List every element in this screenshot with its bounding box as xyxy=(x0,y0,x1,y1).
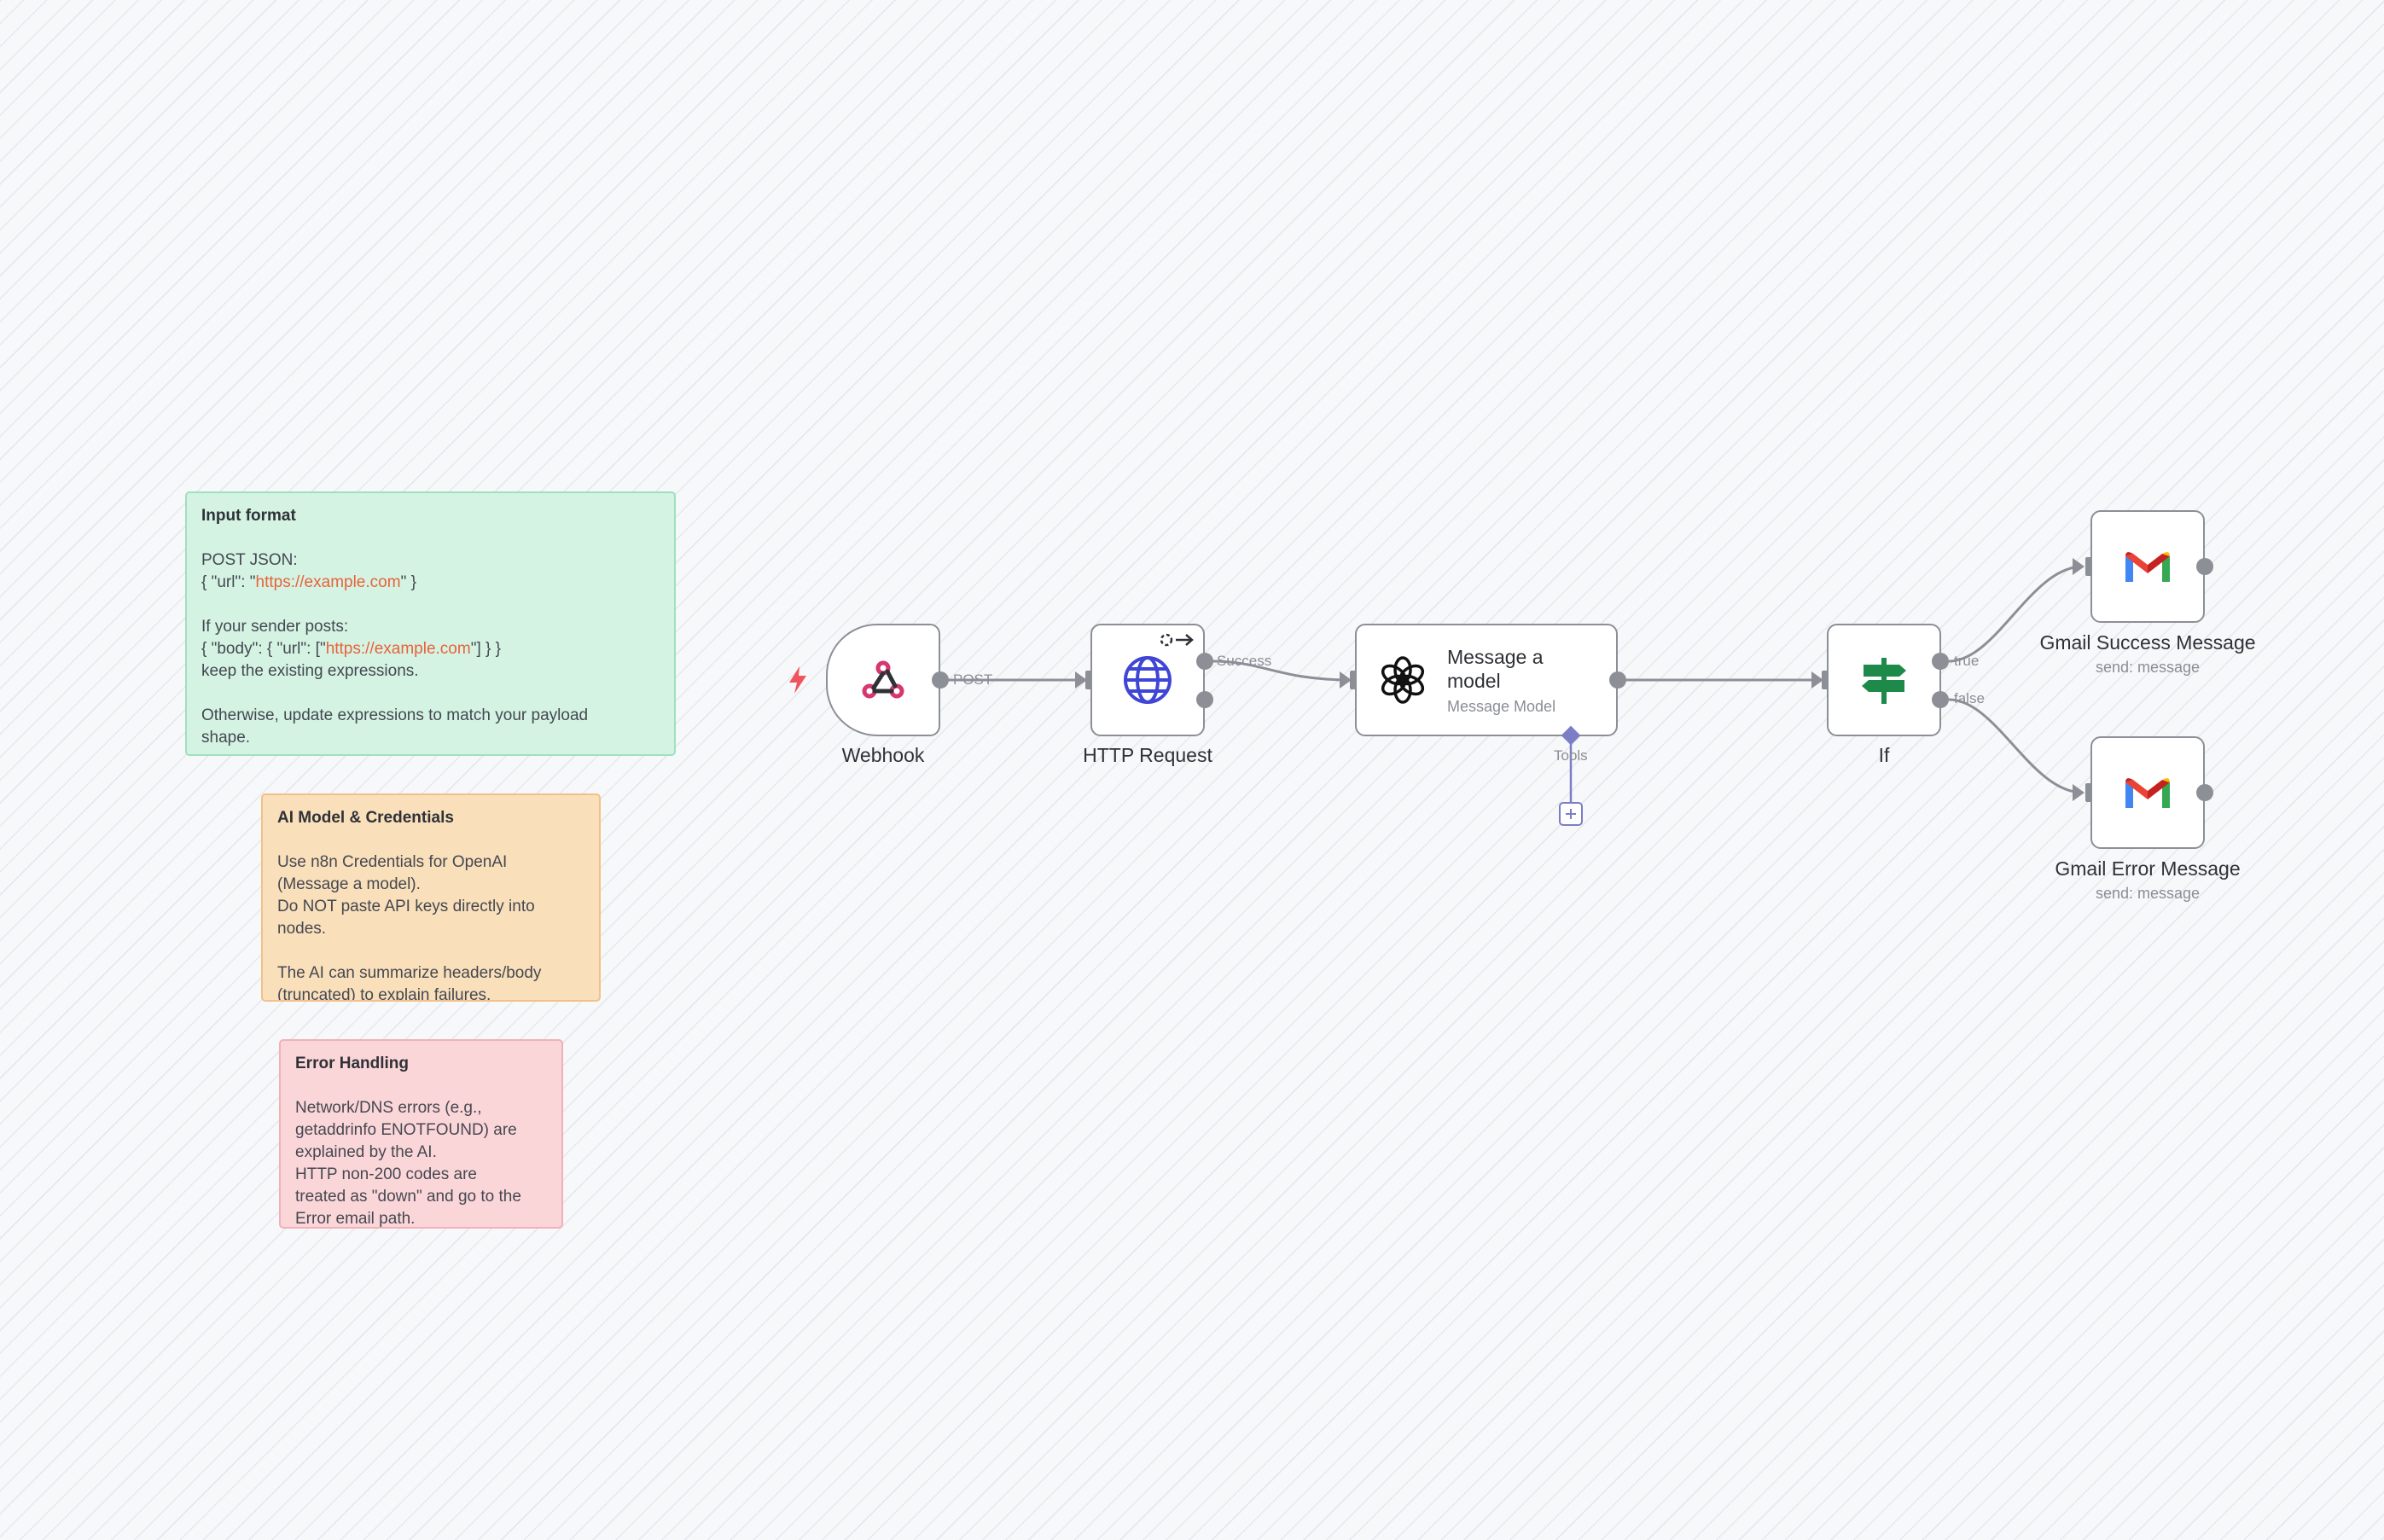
node-label-webhook: Webhook xyxy=(841,744,925,766)
sticky-line: keep the existing expressions. xyxy=(201,662,419,680)
sticky-line: (Message a model). xyxy=(277,875,421,893)
gmail-error-input-port[interactable] xyxy=(2085,783,2092,802)
retry-on-fail-icon xyxy=(1160,633,1194,647)
gmail-icon xyxy=(2122,767,2173,818)
sticky-line: POST JSON: xyxy=(201,551,298,569)
sticky-spacer xyxy=(201,594,660,616)
sticky-line: { "body": { "url": ["https://example.com… xyxy=(201,640,501,658)
sticky-note-input-format[interactable]: Input format POST JSON: { "url": "https:… xyxy=(185,491,676,756)
if-input-port[interactable] xyxy=(1822,671,1829,689)
node-label-if: If xyxy=(1878,744,1890,766)
connection-label-false: false xyxy=(1954,690,1985,706)
arrow-webhook-http xyxy=(1075,671,1087,689)
sticky-note-error-handling[interactable]: Error Handling Network/DNS errors (e.g.,… xyxy=(279,1039,563,1229)
node-title-line1: Message a xyxy=(1447,645,1544,668)
sticky-line: shape. xyxy=(201,729,251,747)
sticky-title: AI Model & Credentials xyxy=(277,809,454,827)
sticky-title: Error Handling xyxy=(295,1055,410,1072)
plus-icon xyxy=(1566,809,1576,819)
sticky-line: Use n8n Credentials for OpenAI xyxy=(277,853,508,871)
arrow-if-error xyxy=(2073,784,2085,801)
model-output-port[interactable] xyxy=(1609,671,1626,689)
sticky-spacer xyxy=(277,940,584,962)
connection-label-post: POST xyxy=(953,671,993,688)
sticky-line: Do NOT paste API keys directly into xyxy=(277,898,535,915)
connection-label-tools: Tools xyxy=(1554,747,1588,764)
sticky-line: { "url": "https://example.com" } xyxy=(201,573,416,591)
node-texts: Message a model Message Model xyxy=(1447,645,1555,716)
webhook-icon xyxy=(858,654,909,706)
http-success-port[interactable] xyxy=(1196,653,1213,670)
trigger-bolt-icon xyxy=(789,666,806,694)
example-url-link[interactable]: https://example.com xyxy=(255,573,401,591)
sticky-line: treated as "down" and go to the xyxy=(295,1188,521,1206)
arrow-http-model xyxy=(1340,671,1352,689)
sticky-line: explained by the AI. xyxy=(295,1143,437,1161)
connection-http-model[interactable] xyxy=(1212,660,1351,682)
model-input-port[interactable] xyxy=(1350,671,1357,689)
example-url-link[interactable]: https://example.com xyxy=(325,640,471,658)
sticky-note-ai-model[interactable]: AI Model & Credentials Use n8n Credentia… xyxy=(261,793,601,1002)
node-title-line2: model xyxy=(1447,669,1501,692)
sticky-line: HTTP non-200 codes are xyxy=(295,1165,477,1183)
node-sublabel-gmail-error: send: message xyxy=(2095,885,2201,902)
node-gmail-error[interactable] xyxy=(2090,736,2205,849)
sticky-line: The AI can summarize headers/body xyxy=(277,964,542,982)
add-tool-button[interactable] xyxy=(1559,802,1583,826)
connection-label-success: Success xyxy=(1217,653,1272,669)
openai-icon xyxy=(1377,654,1428,706)
sticky-line: Otherwise, update expressions to match y… xyxy=(201,706,589,724)
sticky-line: getaddrinfo ENOTFOUND) are xyxy=(295,1121,517,1139)
sticky-line: If your sender posts: xyxy=(201,618,349,636)
gmail-success-output-port[interactable] xyxy=(2196,558,2213,575)
if-true-port[interactable] xyxy=(1932,653,1949,670)
connection-label-true: true xyxy=(1954,653,1980,669)
sticky-line: Network/DNS errors (e.g., xyxy=(295,1099,482,1117)
gmail-icon xyxy=(2122,541,2173,592)
node-webhook[interactable] xyxy=(826,624,940,736)
arrow-if-success xyxy=(2073,558,2085,575)
signpost-icon xyxy=(1858,654,1910,706)
sticky-line: nodes. xyxy=(277,920,327,938)
http-error-port[interactable] xyxy=(1196,691,1213,708)
node-http-request[interactable] xyxy=(1090,624,1205,736)
node-sublabel-gmail-success: send: message xyxy=(2095,659,2201,676)
node-label-gmail-success: Gmail Success Message xyxy=(2039,631,2256,654)
gmail-success-input-port[interactable] xyxy=(2085,557,2092,576)
connection-if-true-success[interactable] xyxy=(1948,565,2084,663)
node-subtitle: Message Model xyxy=(1447,697,1556,715)
webhook-output-port[interactable] xyxy=(932,671,949,689)
globe-icon xyxy=(1122,654,1173,706)
arrow-model-if xyxy=(1811,671,1823,689)
connection-if-false-error[interactable] xyxy=(1948,698,2084,794)
http-input-port[interactable] xyxy=(1085,671,1092,689)
if-false-port[interactable] xyxy=(1932,691,1949,708)
sticky-line: (truncated) to explain failures. xyxy=(277,986,491,1002)
node-label-gmail-error: Gmail Error Message xyxy=(2055,857,2241,880)
node-message-a-model[interactable]: Message a model Message Model xyxy=(1355,624,1618,736)
sticky-line: Error email path. xyxy=(295,1210,416,1228)
node-label-http-request: HTTP Request xyxy=(1083,744,1212,766)
node-if[interactable] xyxy=(1827,624,1941,736)
sticky-title: Input format xyxy=(201,507,296,525)
sticky-spacer xyxy=(201,683,660,705)
node-gmail-success[interactable] xyxy=(2090,510,2205,623)
gmail-error-output-port[interactable] xyxy=(2196,784,2213,801)
